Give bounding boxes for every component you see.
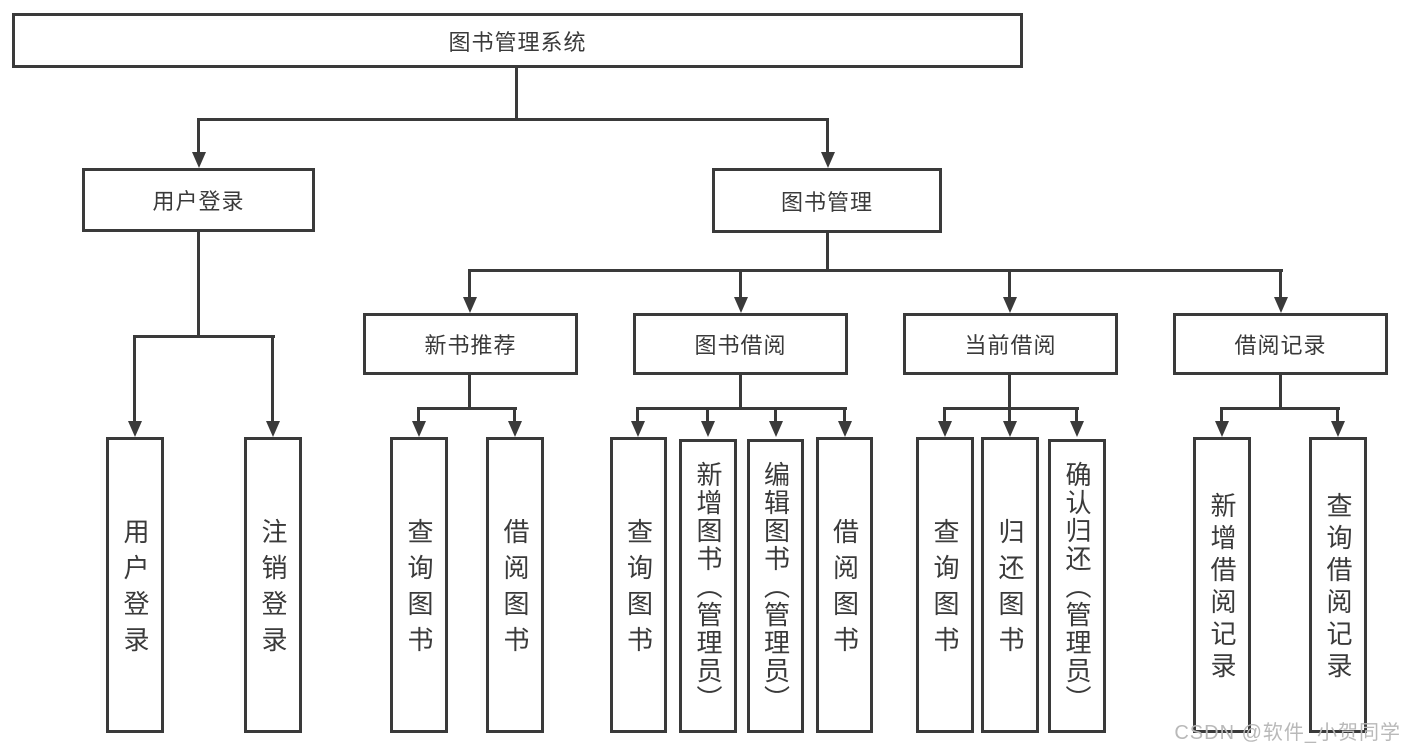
connector-user-login-stem (197, 232, 200, 335)
leaf-user-login: 用户登录 (106, 437, 164, 733)
connector-drop (706, 409, 709, 423)
arrowhead-down-icon (701, 421, 715, 437)
connector-group-stem (739, 375, 742, 409)
connector-drop (1220, 409, 1223, 423)
connector-drop (468, 271, 471, 297)
leaf-query-books: 查询图书 (610, 437, 667, 733)
leaf-add-books-admin: 新增图书（管理员） (679, 439, 737, 733)
connector-drop (513, 409, 516, 423)
connector-drop (133, 337, 136, 421)
connector-drop (1336, 409, 1339, 423)
connector-drop (1008, 271, 1011, 297)
leaf-confirm-return-admin: 确认归还（管理员） (1048, 439, 1106, 733)
leaf-label: 查询图书 (404, 518, 434, 662)
connector-group-bar (417, 407, 517, 410)
arrowhead-down-icon (734, 297, 748, 313)
arrowhead-down-icon (266, 421, 280, 437)
connector-drop (1008, 409, 1011, 423)
arrowhead-down-icon (508, 421, 522, 437)
leaf-label: 查询借阅记录 (1323, 492, 1353, 684)
connector-drop (197, 120, 200, 153)
csdn-watermark: CSDN @软件_小贺同学 (1174, 722, 1401, 744)
arrowhead-down-icon (128, 421, 142, 437)
leaf-query-books: 查询图书 (390, 437, 448, 733)
connector-group-bar (636, 407, 847, 410)
leaf-label: 借阅图书 (829, 518, 860, 662)
node-library-management-system: 图书管理系统 (12, 13, 1023, 68)
leaf-label: 用户登录 (120, 518, 150, 662)
connector-drop (636, 409, 639, 423)
leaf-label: 注销登录 (258, 518, 288, 662)
node-user-login-branch: 用户登录 (82, 168, 315, 232)
connector-drop (739, 271, 742, 297)
arrowhead-down-icon (1003, 297, 1017, 313)
arrowhead-down-icon (1003, 421, 1017, 437)
arrowhead-down-icon (631, 421, 645, 437)
node-borrowing-records: 借阅记录 (1173, 313, 1388, 375)
node-current-borrowing: 当前借阅 (903, 313, 1118, 375)
arrowhead-down-icon (192, 152, 206, 168)
connector-group-stem (468, 375, 471, 409)
arrowhead-down-icon (821, 152, 835, 168)
connector-drop (843, 409, 846, 423)
arrowhead-down-icon (938, 421, 952, 437)
leaf-label: 借阅图书 (500, 518, 530, 662)
leaf-query-books: 查询图书 (916, 437, 974, 733)
connector-level2-bar (197, 118, 829, 121)
connector-drop (774, 409, 777, 423)
leaf-label: 编辑图书（管理员） (760, 461, 791, 713)
leaf-label: 查询图书 (930, 518, 960, 662)
arrowhead-down-icon (412, 421, 426, 437)
leaf-borrow-books: 借阅图书 (816, 437, 873, 733)
leaf-borrow-books: 借阅图书 (486, 437, 544, 733)
connector-drop (1279, 271, 1282, 297)
connector-group-bar (943, 407, 1079, 410)
arrowhead-down-icon (463, 297, 477, 313)
arrowhead-down-icon (1215, 421, 1229, 437)
connector-group-stem (1008, 375, 1011, 409)
arrowhead-down-icon (769, 421, 783, 437)
connector-user-login-bar (133, 335, 275, 338)
connector-drop (271, 337, 274, 421)
node-new-book-recommend: 新书推荐 (363, 313, 578, 375)
leaf-label: 新增图书（管理员） (693, 461, 723, 713)
connector-drop (1075, 409, 1078, 423)
leaf-edit-books-admin: 编辑图书（管理员） (747, 439, 804, 733)
leaf-label: 归还图书 (995, 518, 1025, 662)
connector-group-bar (1220, 407, 1340, 410)
arrowhead-down-icon (1331, 421, 1345, 437)
leaf-return-books: 归还图书 (981, 437, 1039, 733)
connector-book-mgmt-stem (826, 233, 829, 271)
connector-drop (943, 409, 946, 423)
leaf-add-borrow-record: 新增借阅记录 (1193, 437, 1251, 733)
leaf-label: 新增借阅记录 (1207, 492, 1237, 684)
node-book-management-branch: 图书管理 (712, 168, 942, 233)
arrowhead-down-icon (838, 421, 852, 437)
arrowhead-down-icon (1274, 297, 1288, 313)
leaf-label: 查询图书 (623, 518, 654, 662)
leaf-label: 确认归还（管理员） (1062, 461, 1092, 713)
connector-drop (417, 409, 420, 423)
arrowhead-down-icon (1070, 421, 1084, 437)
connector-drop (826, 120, 829, 153)
leaf-logout: 注销登录 (244, 437, 302, 733)
connector-group-stem (1279, 375, 1282, 409)
node-book-borrowing: 图书借阅 (633, 313, 848, 375)
connector-root-stem (515, 68, 518, 120)
leaf-query-borrow-record: 查询借阅记录 (1309, 437, 1367, 733)
connector-level3-bar (468, 269, 1283, 272)
